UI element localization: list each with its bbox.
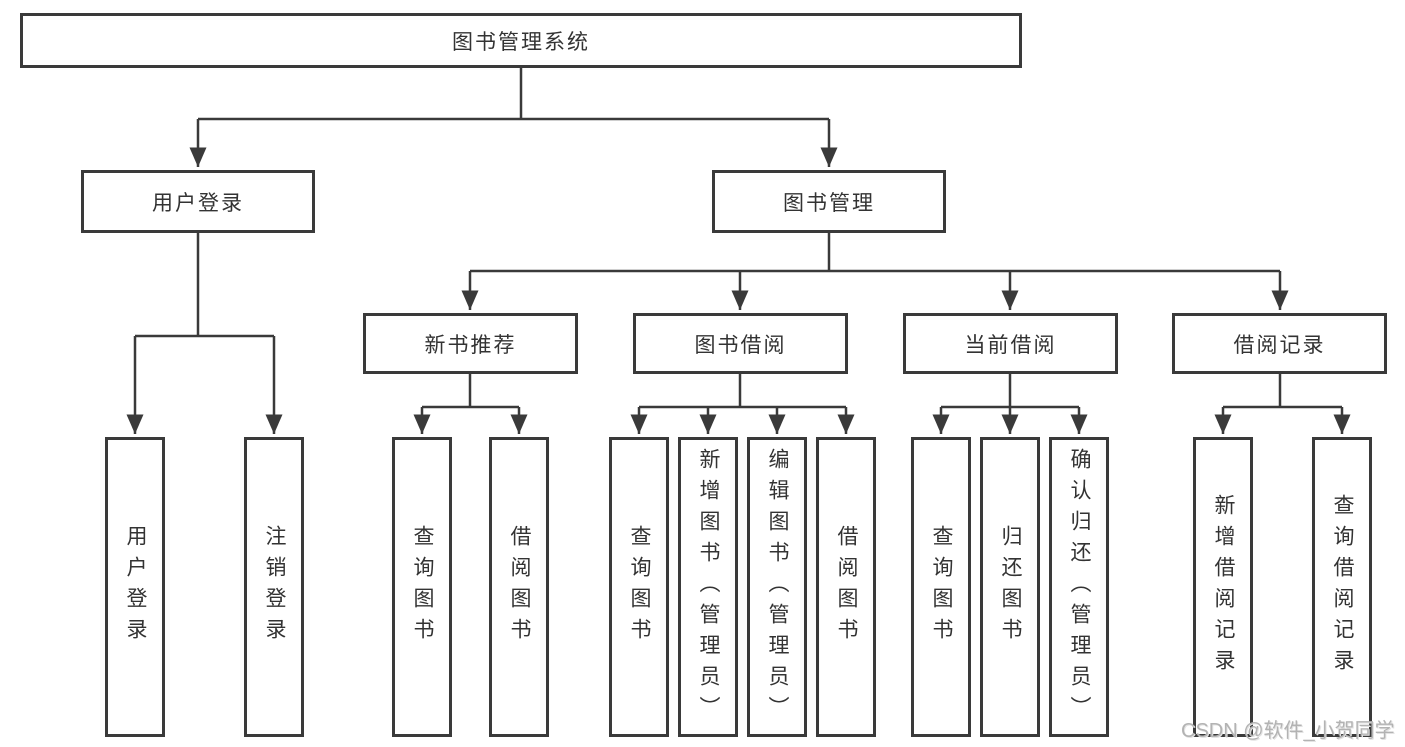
node-label: 图书管理 — [783, 191, 875, 215]
node-borrow-records: 借阅记录 — [1172, 313, 1387, 374]
leaf-borrow-books-recommend: 借阅图书 — [489, 437, 549, 737]
node-book-management: 图书管理 — [712, 170, 946, 233]
leaf-borrow-books: 借阅图书 — [816, 437, 876, 737]
node-label: 图书借阅 — [694, 333, 787, 357]
node-label: 图书管理系统 — [452, 30, 590, 54]
leaf-logout: 注销登录 — [244, 437, 304, 737]
node-label: 查询图书 — [411, 525, 434, 649]
leaf-add-borrow-record: 新增借阅记录 — [1193, 437, 1253, 737]
node-label: 查询图书 — [930, 525, 953, 649]
node-label: 查询图书 — [628, 525, 651, 649]
leaf-add-books-admin: 新增图书（管理员） — [678, 437, 738, 737]
node-label: 归还图书 — [999, 525, 1022, 649]
leaf-query-books-recommend: 查询图书 — [392, 437, 452, 737]
leaf-edit-books-admin: 编辑图书（管理员） — [747, 437, 807, 737]
node-user-login: 用户登录 — [81, 170, 315, 233]
node-label: 借阅图书 — [508, 525, 531, 649]
node-label: 借阅记录 — [1233, 333, 1326, 357]
connector-book-borrow-children — [630, 374, 855, 434]
node-label: 用户登录 — [152, 191, 244, 215]
connector-borrow-records-children — [1214, 374, 1351, 434]
node-current-borrow: 当前借阅 — [903, 313, 1118, 374]
connector-new-book-recommend-children — [413, 374, 528, 434]
leaf-return-books: 归还图书 — [980, 437, 1040, 737]
connector-current-borrow-children — [932, 374, 1088, 434]
node-label: 新增图书（管理员） — [697, 447, 720, 727]
node-label: 查询借阅记录 — [1331, 494, 1354, 680]
connector-book-management-children — [461, 233, 1289, 310]
node-book-borrow: 图书借阅 — [633, 313, 848, 374]
leaf-query-books-current: 查询图书 — [911, 437, 971, 737]
node-label: 新书推荐 — [424, 333, 517, 357]
leaf-query-books-borrow: 查询图书 — [609, 437, 669, 737]
leaf-query-borrow-record: 查询借阅记录 — [1312, 437, 1372, 737]
node-library-system: 图书管理系统 — [20, 13, 1022, 68]
node-label: 编辑图书（管理员） — [766, 447, 789, 727]
connector-user-login-children — [126, 233, 283, 434]
connector-root-to-level1 — [189, 68, 838, 167]
node-new-book-recommend: 新书推荐 — [363, 313, 578, 374]
node-label: 用户登录 — [124, 525, 147, 649]
node-label: 当前借阅 — [964, 333, 1057, 357]
leaf-user-login: 用户登录 — [105, 437, 165, 737]
node-label: 新增借阅记录 — [1212, 494, 1235, 680]
node-label: 借阅图书 — [835, 525, 858, 649]
node-label: 确认归还（管理员） — [1068, 447, 1091, 727]
leaf-confirm-return-admin: 确认归还（管理员） — [1049, 437, 1109, 737]
node-label: 注销登录 — [263, 525, 286, 649]
